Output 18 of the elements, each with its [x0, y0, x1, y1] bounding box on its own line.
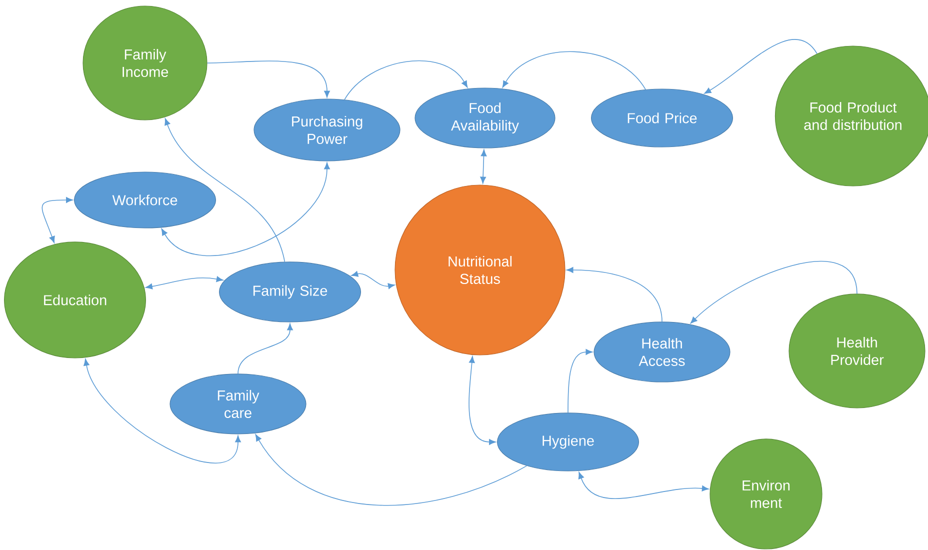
arrow [164, 118, 286, 262]
arrow [502, 51, 646, 90]
arrow [344, 60, 468, 100]
arrow [468, 356, 496, 445]
arrow [351, 271, 395, 289]
arrow [704, 38, 818, 94]
arrow [206, 60, 330, 98]
arrow [238, 323, 293, 374]
arrow [255, 434, 528, 506]
arrow [568, 349, 593, 414]
arrow [146, 276, 224, 290]
arrow [84, 358, 241, 464]
arrow [578, 472, 709, 499]
arrow [161, 162, 330, 256]
arrow [566, 267, 662, 322]
arrow [42, 197, 73, 244]
arrow [480, 149, 487, 184]
arrow [690, 261, 858, 324]
